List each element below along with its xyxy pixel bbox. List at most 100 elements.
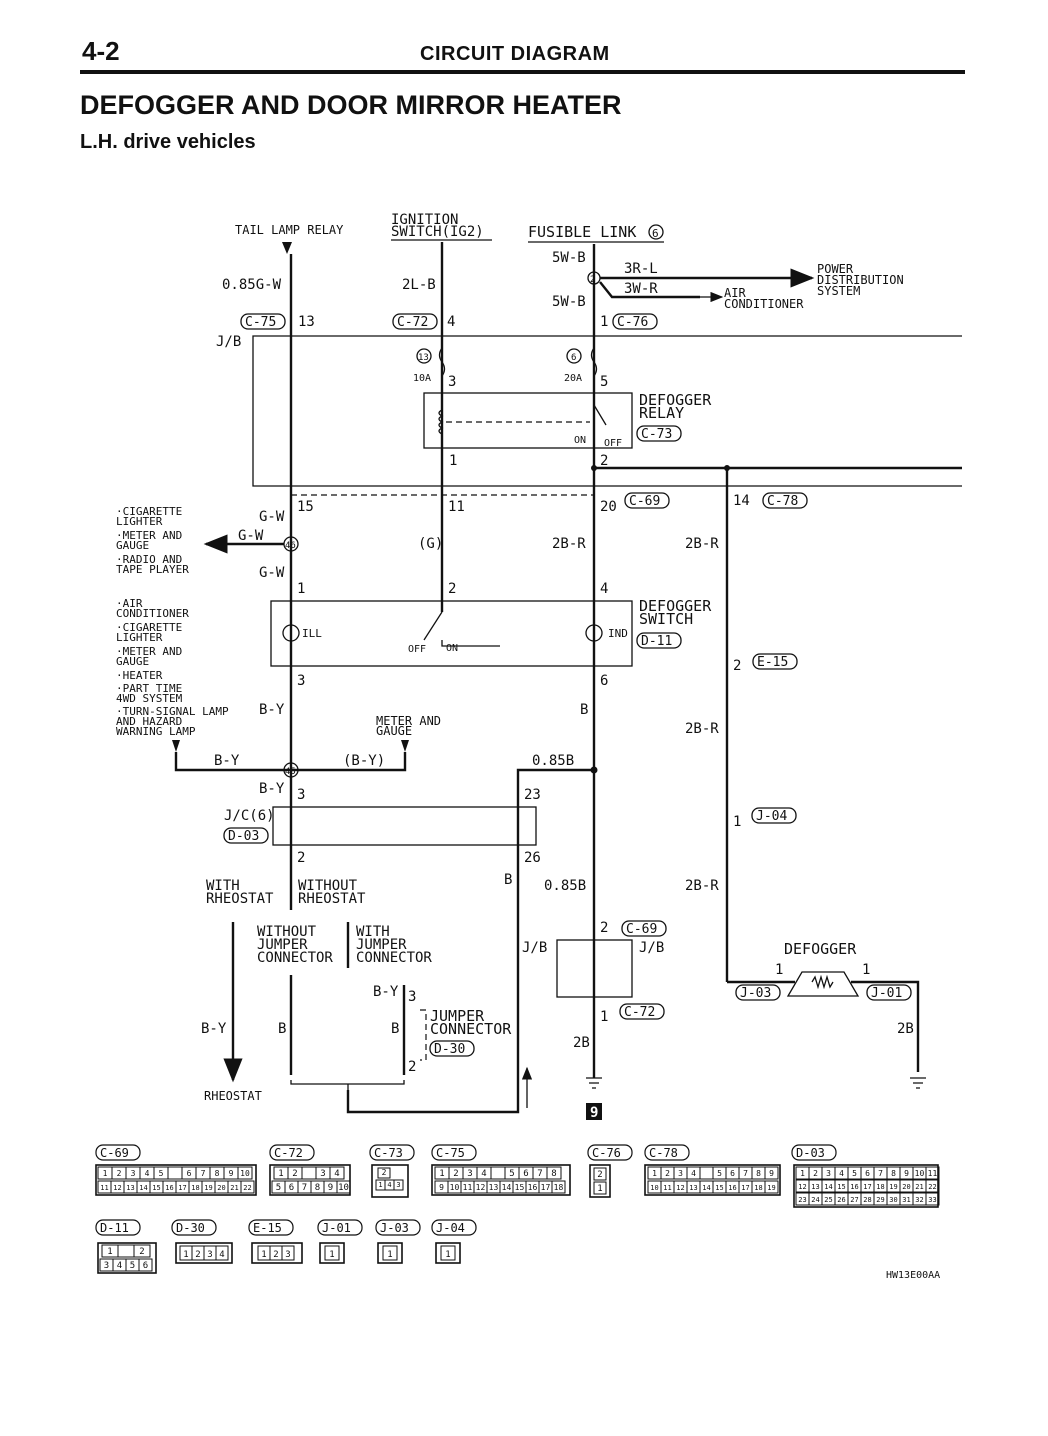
connector-pin-number: 6 [730,1169,735,1178]
pin-20: 20 [600,499,617,515]
connector-pin-number: 16 [850,1183,858,1191]
conn-tag-j01-text: J-01 [871,986,902,1001]
connector-pin-number: 2 [273,1250,278,1260]
wire-label-gw-1: G-W [259,509,285,525]
left2-7: ·PART TIME [116,682,182,695]
connector-pin-number: 11 [928,1169,938,1178]
conn-tag-c73-text: C-73 [641,427,672,442]
left2-11: WARNING LAMP [116,725,196,738]
pin-1-j01: 1 [862,962,870,978]
conn-tag-e15 [752,653,798,670]
fuse-6-amp: 20A [564,373,582,384]
wire-label-085b-2: 0.85B [544,878,586,894]
relay-label-2: RELAY [639,404,684,422]
defogger-resistor [811,974,834,990]
connector-pin-number: 13 [689,1184,697,1192]
connector-frame [269,1164,351,1196]
connector-pin-number: 15 [515,1183,525,1192]
connector-pin-number: 7 [878,1169,883,1178]
wire-label-085gw: 0.85G-W [222,277,282,293]
pin-4-sw: 4 [600,581,608,597]
switch-on-label: ON [446,643,458,654]
connector-pin-number: 23 [798,1196,806,1204]
pin-1-sw: 1 [297,581,305,597]
connector-pin-number: 15 [152,1184,160,1192]
arrow-turn-signal [172,740,180,752]
connector-pin-number: 3 [678,1169,683,1178]
connector-pin-number: 26 [837,1196,845,1204]
connector-pin-number: 12 [113,1184,121,1192]
air-cond-label-1: AIR [724,286,746,300]
connector-pin-number: 19 [204,1184,212,1192]
pin-26: 26 [524,850,541,866]
pin-5-fuse: 5 [600,374,608,390]
with-jc-1: WITH [356,924,390,940]
connector-pin-number: 1 [439,1169,444,1179]
pin-2-e15: 2 [733,658,741,674]
left1-2: ·METER AND [116,529,182,542]
switch-label-2: SWITCH [639,610,693,628]
page-subtitle: L.H. drive vehicles [80,131,256,153]
conn-tag-c76 [612,313,658,330]
connector-pin-number: 12 [676,1184,684,1192]
connector-pin-cell [440,1245,456,1261]
pin-1-relay: 1 [449,453,457,469]
connector-pin-number: 3 [285,1250,290,1260]
connector-pin-number: 1 [261,1250,266,1260]
connector-pin-number: 4 [117,1261,122,1271]
connector-view-tag [95,1144,141,1161]
ignition-label-2: SWITCH(IG2) [391,224,484,240]
jb-lower-box [556,939,633,998]
connector-pin-number: 29 [876,1196,884,1204]
connector-view-tag [269,1144,315,1161]
connector-pin-number: 14 [139,1184,147,1192]
wire-label-3rl: 3R-L [624,261,658,277]
connector-pin-number: 1 [183,1250,188,1260]
without-jc-3: CONNECTOR [257,950,333,966]
relay-contact [593,404,607,426]
connector-pin-number: 19 [767,1184,775,1192]
connector-pin-number: 4 [691,1169,696,1178]
left2-10: AND HAZARD [116,715,182,728]
connector-pin-number: 6 [523,1169,528,1179]
connector-view-tag-text: D-11 [100,1221,129,1235]
meter-gauge-2: GAUGE [376,724,412,738]
connector-pin-cell [324,1245,340,1261]
connector-pin-number: 22 [928,1183,936,1191]
connector-pin-number: 13 [489,1183,499,1192]
connector-frame [644,1164,781,1196]
connector-view-tag [369,1144,415,1161]
connector-frame [175,1242,233,1264]
connector-view-tag [644,1144,690,1161]
wire-label-2b-2: 2B [897,1021,914,1037]
connector-pin-number: 6 [865,1169,870,1178]
fusible-link-number: 6 [652,227,659,240]
ind-label: IND [608,627,628,640]
connector-pin-number: 9 [904,1169,909,1178]
left1-1: LIGHTER [116,515,163,528]
connector-pin-number: 4 [839,1169,844,1178]
connector-pin-number: 18 [191,1184,199,1192]
wire-label-b-2: B [504,872,512,888]
fuse-13-amp: 10A [413,373,431,384]
rheostat-label: RHEOSTAT [204,1089,262,1103]
connector-pin-cell [237,1166,253,1180]
wire-label-by-5: B-Y [373,984,399,1000]
wire-label-2br-3: 2B-R [685,721,719,737]
connector-pin-number: 9 [328,1183,333,1193]
conn-tag-c72-b [619,1003,665,1020]
connector-view-tag [375,1219,421,1236]
connector-view-tag-text: J-04 [436,1221,465,1235]
wire-label-g: (G) [418,536,443,552]
connector-pin-number: 27 [850,1196,858,1204]
with-rheo-1: WITH [206,878,240,894]
with-rheo-2: RHEOSTAT [206,891,274,907]
pin-15: 15 [297,499,314,515]
pin-2-sw: 2 [448,581,456,597]
connector-pin-cell [382,1245,398,1261]
connector-pin-number: 8 [891,1169,896,1178]
without-jc-2: JUMPER [257,937,308,953]
connector-pin-number: 6 [143,1261,148,1271]
connector-pin-cell [593,1181,607,1195]
